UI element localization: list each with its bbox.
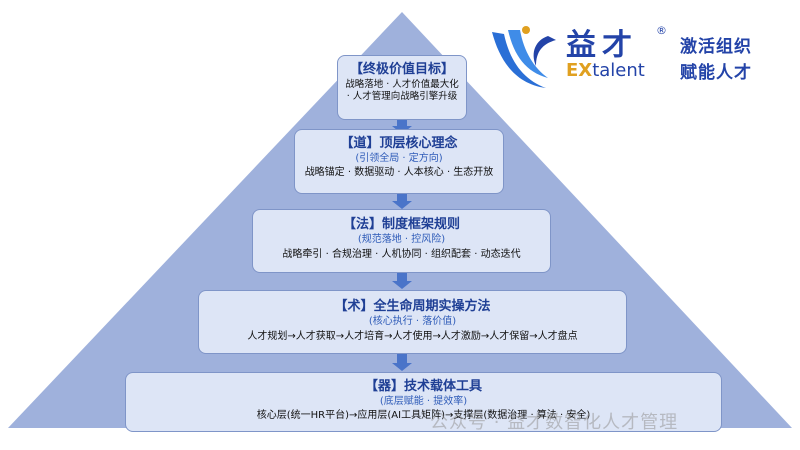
layer-subtitle: (底层赋能 · 提效率) (379, 396, 468, 407)
layer-description: 战略落地 · 人才价值最大化 · 人才管理向战略引擎升级 (345, 79, 459, 102)
layer-box-dao: 【道】顶层核心理念 (引领全局 · 定方向) 战略锚定 · 数据驱动 · 人本核… (294, 129, 504, 194)
layer-subtitle: (引领全局 · 定方向) (355, 153, 443, 164)
layer-title: 【器】技术载体工具 (364, 379, 482, 394)
registered-mark: ® (656, 24, 667, 37)
layer-box-shu: 【术】全生命周期实操方法 (核心执行 · 落价值) 人才规划→人才获取→人才培育… (198, 290, 627, 354)
layer-description: 人才规划→人才获取→人才培育→人才使用→人才激励→人才保留→人才盘点 (247, 331, 578, 342)
flow-arrow-3 (392, 273, 412, 289)
layer-title: 【终极价值目标】 (349, 62, 454, 77)
layer-description: 核心层(统一HR平台)→应用层(AI工具矩阵)→支撑层(数据治理 · 算法 · … (256, 410, 591, 421)
layer-box-qi: 【器】技术载体工具 (底层赋能 · 提效率) 核心层(统一HR平台)→应用层(A… (125, 372, 722, 432)
layer-title: 【道】顶层核心理念 (340, 136, 458, 151)
layer-description: 战略锚定 · 数据驱动 · 人本核心 · 生态开放 (304, 167, 494, 178)
layer-subtitle: (核心执行 · 落价值) (368, 316, 457, 327)
flow-arrow-4 (392, 354, 412, 371)
brand-name-en: EXtalent (566, 60, 645, 81)
brand-name-cn: 益才 (566, 28, 638, 63)
layer-box-ultimate-goal: 【终极价值目标】 战略落地 · 人才价值最大化 · 人才管理向战略引擎升级 (337, 55, 467, 120)
brand-slogan-line2: 赋能人才 (680, 63, 752, 83)
watermark-text: 公众号 · 益才数智化人才管理 (430, 412, 679, 433)
brand-slogan-line1: 激活组织 (680, 37, 752, 57)
brand-name-en-suffix: talent (592, 60, 645, 81)
flow-arrow-2 (392, 194, 412, 209)
layer-description: 战略牵引 · 合规治理 · 人机协同 · 组织配套 · 动态迭代 (282, 249, 521, 260)
layer-subtitle: (规范落地 · 控风险) (357, 234, 446, 245)
layer-title: 【术】全生命周期实操方法 (334, 299, 491, 314)
flow-arrow-1 (392, 120, 412, 134)
brand-name-en-prefix: EX (566, 60, 593, 81)
brand-logo-icon (492, 26, 556, 88)
layer-title: 【法】制度框架规则 (342, 217, 460, 232)
layer-box-fa: 【法】制度框架规则 (规范落地 · 控风险) 战略牵引 · 合规治理 · 人机协… (252, 209, 551, 273)
